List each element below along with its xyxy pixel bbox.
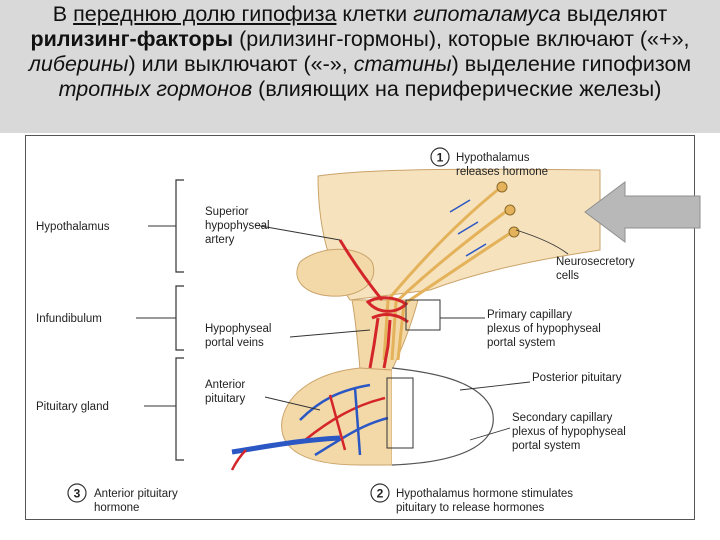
header-text-italic: тропных гормонов <box>58 77 253 101</box>
header-text-italic: статины <box>353 52 452 76</box>
leader-lines <box>136 224 569 441</box>
step-1-number: 1 <box>437 151 444 165</box>
header-text-part: (рилизинг-гормоны), которые включают («+… <box>233 27 690 51</box>
label-secondary-plexus-1: Secondary capillary <box>512 412 613 424</box>
label-neurosecretory-1: Neurosecretory <box>556 256 635 268</box>
label-anterior-pituitary-2: pituitary <box>205 393 246 405</box>
step-2-number: 2 <box>377 487 384 501</box>
label-pituitary-gland: Pituitary gland <box>36 401 109 413</box>
header-text-italic: гипоталамуса <box>413 2 561 26</box>
posterior-pituitary-outline <box>391 367 494 466</box>
header-text-part: В <box>52 2 74 26</box>
step-3-number: 3 <box>74 487 81 501</box>
header-text-underlined: переднюю долю гипофиза <box>73 2 337 26</box>
label-superior-artery-3: artery <box>205 234 235 246</box>
step-1-badge <box>430 147 450 167</box>
label-portal-veins-1: Hypophyseal <box>205 323 271 335</box>
header-text-part: клетки <box>336 2 414 26</box>
step-2-badge <box>370 483 390 503</box>
label-secondary-plexus-3: portal system <box>512 440 580 452</box>
step-1-text-2: releases hormone <box>456 166 548 178</box>
header-text-bold: рилизинг-факторы <box>30 27 234 51</box>
label-primary-plexus-3: portal system <box>487 337 555 349</box>
step-2-text-2: pituitary to release hormones <box>396 502 545 514</box>
label-posterior-pituitary: Posterior pituitary <box>532 372 622 384</box>
label-primary-plexus-1: Primary capillary <box>487 309 572 321</box>
neurosecretory-cell-bodies <box>496 181 520 238</box>
header-text-part: ) выделение гипофизом <box>451 52 692 76</box>
step-2-text-1: Hypothalamus hormone stimulates <box>396 488 573 500</box>
label-infundibulum: Infundibulum <box>36 313 102 325</box>
flow-arrows <box>449 199 487 257</box>
region-brackets <box>175 179 184 461</box>
header-text-part: (влияющих на периферические железы) <box>252 77 662 101</box>
label-hypothalamus: Hypothalamus <box>36 221 110 233</box>
label-primary-plexus-2: plexus of hypophyseal <box>487 323 601 335</box>
label-superior-artery-2: hypophyseal <box>205 220 270 232</box>
big-arrow <box>584 181 701 243</box>
header-banner: В переднюю долю гипофиза клетки гипотала… <box>0 0 720 133</box>
label-anterior-pituitary-1: Anterior <box>205 379 245 391</box>
portal-vein-vessels <box>368 317 392 369</box>
callout-boxes <box>386 299 441 449</box>
label-portal-veins-2: portal veins <box>205 337 264 349</box>
header-text: В переднюю долю гипофиза клетки гипотала… <box>0 0 720 102</box>
step-3-text-1: Anterior pituitary <box>94 488 178 500</box>
step-3-text-2: hormone <box>94 502 139 514</box>
outgoing-artery <box>230 449 247 471</box>
header-text-part: ) или выключают («-», <box>128 52 354 76</box>
header-text-part: выделяют <box>560 2 668 26</box>
header-text-italic: либерины <box>28 52 129 76</box>
label-neurosecretory-2: cells <box>556 270 579 282</box>
label-secondary-plexus-2: plexus of hypophyseal <box>512 426 626 438</box>
step-1-text-1: Hypothalamus <box>456 152 530 164</box>
secondary-plexus-vessels <box>299 383 389 457</box>
superior-artery-vessel <box>338 239 384 301</box>
label-superior-artery-1: Superior <box>205 206 249 218</box>
neurosecretory-axons <box>382 186 513 361</box>
diagram-frame <box>25 135 695 520</box>
step-3-badge <box>67 483 87 503</box>
outgoing-vein <box>231 435 341 455</box>
